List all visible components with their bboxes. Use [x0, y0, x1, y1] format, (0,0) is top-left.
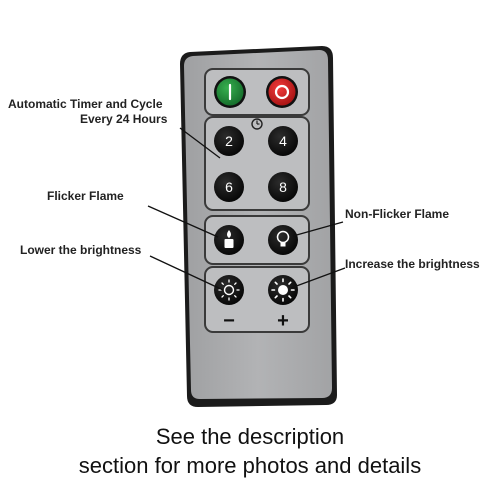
- non-flicker-flame-button[interactable]: [268, 225, 298, 255]
- lower-brightness-button[interactable]: [214, 275, 244, 305]
- timer-button-8-label: 8: [279, 179, 287, 195]
- timer-button-6[interactable]: 6: [214, 172, 244, 202]
- timer-button-2[interactable]: 2: [214, 126, 244, 156]
- power-off-button[interactable]: [266, 76, 298, 108]
- timer-button-6-label: 6: [225, 179, 233, 195]
- caption-line2: section for more photos and details: [78, 453, 422, 478]
- timer-clock-icon: [251, 118, 263, 130]
- sun-dim-icon: [218, 279, 240, 301]
- power-on-button[interactable]: [214, 76, 246, 108]
- timer-button-4[interactable]: 4: [268, 126, 298, 156]
- timer-button-4-label: 4: [279, 133, 287, 149]
- timer-button-8[interactable]: 8: [268, 172, 298, 202]
- non-flicker-flame-annotation: Non-Flicker Flame: [345, 207, 450, 221]
- increase-brightness-annotation: Increase the brightness: [345, 257, 480, 271]
- timer-annotation-line1: Automatic Timer and Cycle: [8, 97, 163, 111]
- flicker-flame-annotation: Flicker Flame: [47, 189, 124, 203]
- lower-brightness-annotation: Lower the brightness: [20, 243, 142, 257]
- flicker-flame-button[interactable]: [214, 225, 244, 255]
- sun-bright-icon: [271, 278, 295, 302]
- timer-button-2-label: 2: [225, 133, 233, 149]
- callout-lines: [147, 127, 346, 291]
- minus-sign: −: [223, 310, 235, 332]
- candle-icon: [224, 230, 234, 248]
- bulb-icon: [276, 230, 290, 247]
- plus-sign: +: [277, 310, 289, 332]
- power-off-icon: [274, 84, 290, 100]
- timer-annotation-line2: Every 24 Hours: [80, 112, 168, 126]
- increase-brightness-button[interactable]: [268, 275, 298, 305]
- caption-line1: See the description: [155, 424, 345, 449]
